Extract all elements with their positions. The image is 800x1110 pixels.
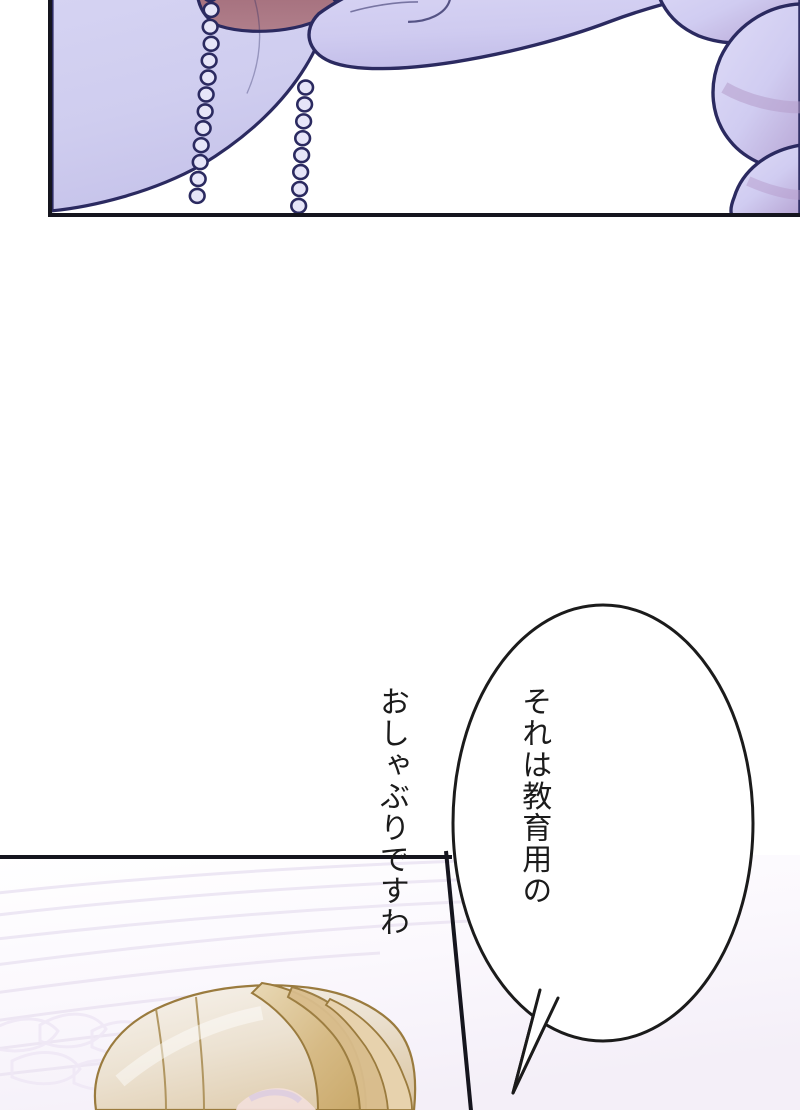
bottom-panel-top-border [0, 855, 452, 859]
garment-fold-line [246, 0, 261, 94]
finger-shadow-band [721, 82, 800, 114]
floral-decor [0, 1012, 158, 1092]
hair-strand-lines [155, 996, 205, 1110]
fingernail-outline [408, 0, 451, 23]
speech-bubble-text: それは教育用の おしゃぶりですわ [375, 686, 652, 976]
bead-string-left [188, 0, 220, 205]
bead-string-right [290, 79, 315, 213]
rose-shape [196, 0, 341, 33]
hair-highlight [115, 1006, 264, 1087]
finger-center [307, 0, 687, 71]
speech-line-1: それは教育用の [517, 686, 551, 907]
top-panel-artwork [52, 0, 800, 213]
top-panel [48, 0, 800, 217]
finger-bottom-shadow [746, 176, 800, 200]
speech-line-2: おしゃぶりですわ [375, 686, 409, 938]
backdrop-streaks [0, 857, 541, 1077]
hair-gold-arc-3 [324, 997, 413, 1110]
finger-crease [350, 1, 419, 13]
hair-shadow-on-skin [248, 1089, 303, 1104]
